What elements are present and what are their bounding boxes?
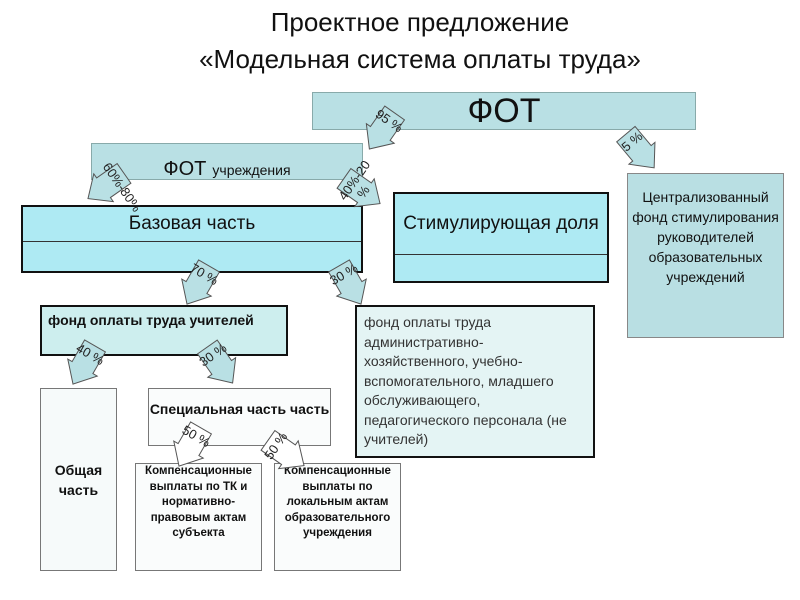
incentive-share-box: Стимулирующая доля [393,192,609,283]
percent-arrow: 95 % [354,102,410,160]
arrow-shape [67,339,107,385]
percent-arrow: 30 % [192,336,248,394]
arrow-shape [615,125,656,169]
arrow-shape [260,429,305,470]
percent-arrow: 70 % [171,256,225,314]
percent-arrow: 40 % [57,336,111,394]
compensation-local-box: Компенсационные выплаты по локальным акт… [274,463,401,571]
compensation-tk-box: Компенсационные выплаты по ТК и норматив… [135,463,262,571]
arrow-shape [365,105,406,150]
arrow-shape [87,162,132,203]
arrow-shape [181,259,221,305]
title-line-1: Проектное предложение [270,7,570,37]
fot-institution-main: ФОТ [163,158,207,180]
percent-arrow: 5 % [611,122,668,180]
fot-institution-box: ФОТ учреждения [91,143,363,180]
title-line-2: «Модельная система оплаты труда» [199,44,641,74]
centralized-fund-box: Централизованный фонд стимулирования рук… [627,173,784,338]
percent-arrow: 50 % [257,425,315,481]
percent-arrow: 50 % [163,418,217,476]
percent-arrow: 60%-80% [77,158,144,215]
special-part-box: Специальная часть часть [148,388,331,446]
slide-title: Проектное предложение «Модельная система… [0,4,800,78]
admin-fund-box: фонд оплаты труда административно-хозяйс… [355,305,595,458]
general-part-label: Общая часть [54,461,103,498]
arrow-shape [196,339,237,384]
fot-institution-sub: учреждения [212,162,291,178]
arrow-shape [327,259,367,305]
percent-arrow: 30 % [323,256,377,314]
percent-arrow: 40%-20 % [333,158,391,219]
incentive-share-label: Стимулирующая доля [395,194,607,255]
base-part-label: Базовая часть [23,207,361,242]
general-part-box: Общая часть [40,388,117,571]
arrow-shape [336,167,381,208]
arrow-shape [173,421,213,467]
